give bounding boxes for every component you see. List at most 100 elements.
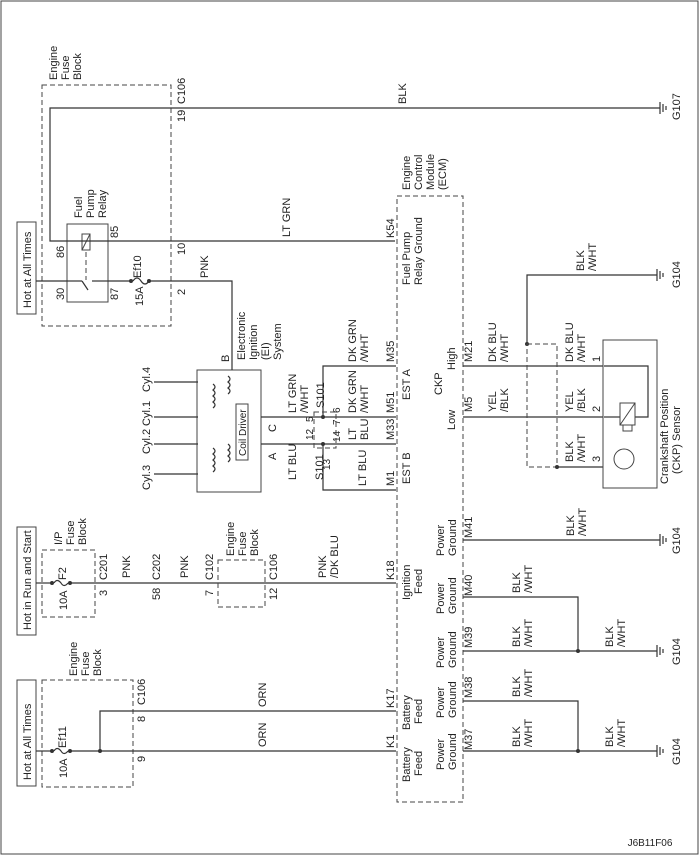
wire-label-lt-blu-m1: LT BLU: [357, 450, 369, 486]
pin-19: 19: [176, 110, 188, 122]
wire-orn-k17: [99, 710, 396, 751]
svg-text:Power: Power: [435, 686, 447, 718]
engine-fuse-block-top-label: Engine Fuse Block: [48, 46, 84, 80]
cyl-2-label: Cyl.2: [141, 429, 153, 454]
wire-label-pnk-top: PNK: [199, 255, 211, 278]
pin-2: 2: [176, 289, 188, 295]
ecm-pin-m35: M35: [385, 341, 397, 362]
ignition-coil-icon: [212, 447, 216, 473]
c201-label: C201: [98, 554, 110, 580]
wire-label-blk-wht-sensor: BLK /WHT: [564, 434, 588, 462]
svg-text:YEL: YEL: [487, 391, 499, 412]
wire-label-lt-grn: LT GRN: [281, 198, 293, 237]
ckp-sensor-box: [602, 339, 658, 489]
svg-text:/WHT: /WHT: [616, 719, 628, 747]
wire-label-pnk-2: PNK: [179, 555, 191, 578]
svg-text:(CKP) Sensor: (CKP) Sensor: [671, 406, 683, 474]
power-source-box-bottom: [16, 679, 37, 787]
ground-g107-icon: [659, 102, 667, 114]
ecm-pin-k54: K54: [385, 218, 397, 238]
fuse-f2-name: F2: [57, 567, 69, 580]
svg-text:Fuel Pump: Fuel Pump: [401, 232, 413, 285]
ip-fuse-block-label: I/P Fuse Block: [53, 518, 89, 545]
svg-text:Feed: Feed: [413, 569, 425, 594]
svg-text:/WHT: /WHT: [523, 619, 535, 647]
pin-9: 9: [136, 756, 148, 762]
svg-text:DK BLU: DK BLU: [487, 322, 499, 362]
pin-10: 10: [176, 243, 188, 255]
ckp-pin-3: 3: [591, 456, 603, 462]
ecm-pin-m5: M5: [463, 397, 475, 412]
ecm-pin-m1: M1: [385, 471, 397, 486]
shield: [526, 343, 558, 468]
wire-label-dk-grn-wht-m51: DK GRN /WHT: [347, 370, 371, 413]
ecm-pin-m40: M40: [463, 575, 475, 596]
splice-pin-7: 7: [332, 419, 343, 425]
ecm-label-power-ground-m40: Power Ground: [435, 577, 459, 614]
wire-label-blk: BLK: [397, 83, 409, 104]
ckp-sensor-label: Crankshaft Position (CKP) Sensor: [659, 389, 683, 484]
ground-g107-label: G107: [671, 93, 683, 120]
c106-label-bottom: C106: [136, 679, 148, 705]
ecm-label-low: Low: [446, 410, 458, 430]
ckp-pin-2: 2: [591, 406, 603, 412]
svg-text:(ECM): (ECM): [437, 158, 449, 190]
svg-text:Ground: Ground: [447, 681, 459, 718]
svg-text:Control: Control: [413, 155, 425, 190]
ecm-label: Engine Control Module (ECM): [401, 154, 449, 190]
svg-text:Engine: Engine: [48, 46, 60, 80]
ecm-pin-m51: M51: [385, 392, 397, 413]
wire-label-pnk-1: PNK: [121, 555, 133, 578]
splice-s101-bottom: S101: [314, 454, 326, 480]
wire-label-pnk-dk-blu: PNK /DK BLU: [317, 535, 341, 578]
svg-text:Battery: Battery: [401, 747, 413, 782]
ckp-pin-1: 1: [591, 356, 603, 362]
wire-m40-ground: [463, 596, 579, 651]
coil-driver-label: Coil Driver: [238, 409, 249, 456]
ei-system-box: [196, 369, 262, 493]
svg-text:/WHT: /WHT: [523, 719, 535, 747]
ground-g104-icon: [656, 269, 664, 281]
wire-label-dk-grn-wht-m35: DK GRN /WHT: [347, 319, 371, 362]
svg-text:Engine: Engine: [401, 156, 413, 190]
engine-fuse-block-bottom-label: Engine Fuse Block: [68, 642, 104, 676]
svg-text:DK GRN: DK GRN: [347, 370, 359, 413]
svg-text:LT: LT: [347, 428, 359, 440]
svg-text:Relay: Relay: [97, 189, 109, 218]
ground-g104-label: G104: [671, 527, 683, 554]
ip-fuse-block: [41, 549, 96, 618]
engine-fuse-block-top: [41, 84, 172, 327]
svg-text:BLK: BLK: [604, 626, 616, 647]
svg-text:/WHT: /WHT: [576, 334, 588, 362]
power-source-middle: Hot in Run and Start: [22, 530, 34, 630]
wire-label-blk-wht-m40: BLK /WHT: [511, 565, 535, 593]
relay-coil-icon: [81, 233, 91, 251]
svg-text:BLK: BLK: [511, 572, 523, 593]
splice-pin-6: 6: [332, 407, 343, 413]
wire-label-lt-grn-wht: LT GRN /WHT: [287, 374, 311, 413]
pin-58: 58: [151, 588, 163, 600]
svg-text:/WHT: /WHT: [576, 434, 588, 462]
svg-text:Power: Power: [435, 582, 447, 614]
splice-s101-top: S101: [315, 382, 327, 408]
wire-label-blk-wht-m37: BLK /WHT: [511, 719, 535, 747]
svg-text:Block: Block: [77, 518, 89, 545]
relay-pin-85: 85: [109, 226, 121, 238]
svg-text:/BLK: /BLK: [499, 387, 511, 412]
svg-text:/WHT: /WHT: [577, 508, 589, 536]
relay-pin-86: 86: [55, 246, 67, 258]
ecm-label-power-ground-m37: Power Ground: [435, 733, 459, 770]
svg-text:Engine: Engine: [68, 642, 80, 676]
cyl-3-label: Cyl.3: [141, 465, 153, 490]
ei-pin-b: B: [220, 355, 232, 362]
ground-g104-icon: [659, 534, 667, 546]
power-source-bottom: Hot at All Times: [22, 703, 34, 780]
fuse-f2-icon: [53, 579, 69, 587]
ecm-pin-m39: M39: [463, 627, 475, 648]
svg-text:/WHT: /WHT: [359, 385, 371, 413]
fuel-pump-relay: [66, 223, 109, 303]
svg-text:Battery: Battery: [401, 695, 413, 730]
ecm-label-ignition-feed: Ignition Feed: [401, 565, 425, 600]
ecm-label-power-ground-m39: Power Ground: [435, 631, 459, 668]
